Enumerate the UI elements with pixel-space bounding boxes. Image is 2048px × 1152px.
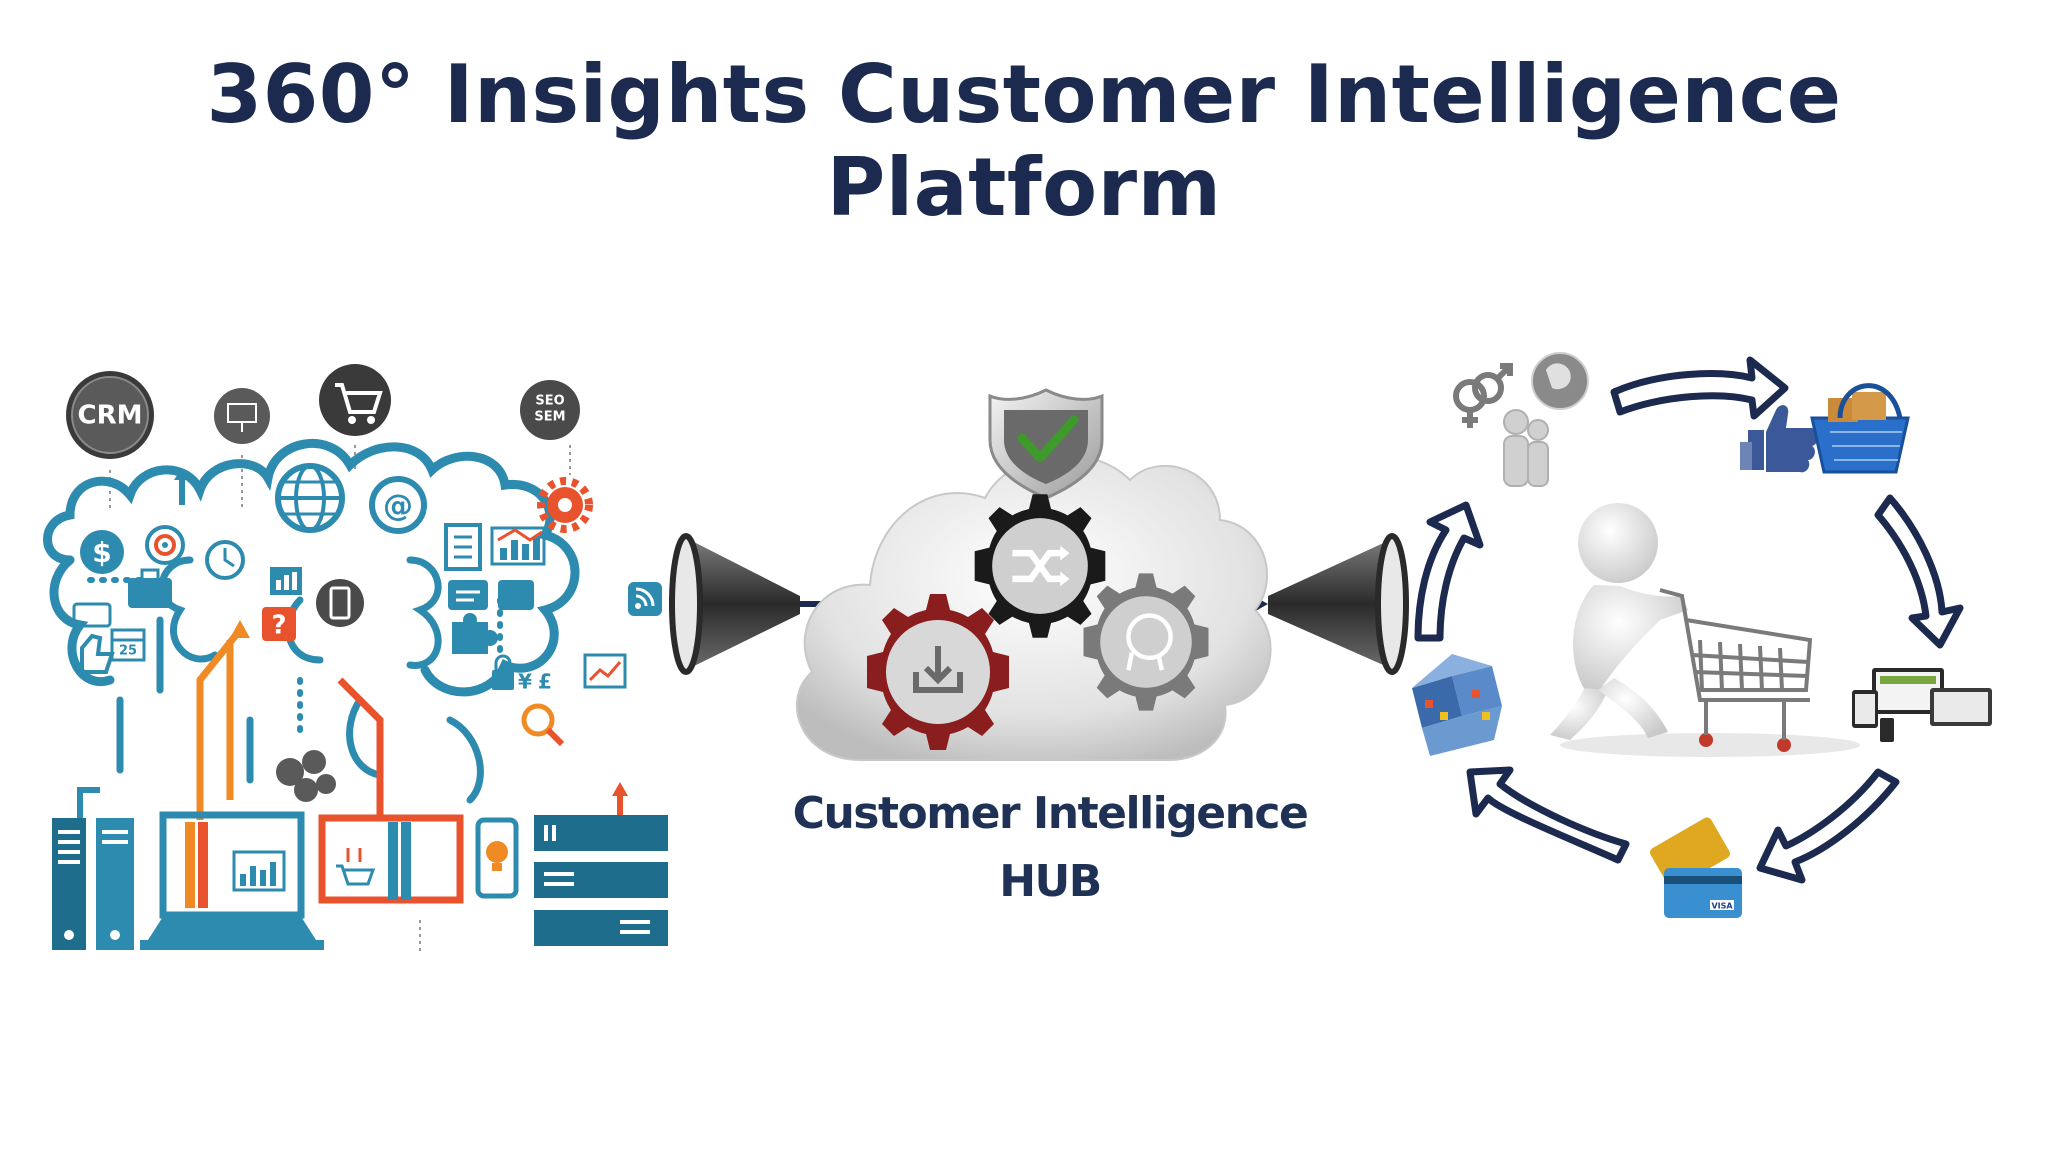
crm-badge: CRM bbox=[66, 371, 154, 459]
family-icon bbox=[1503, 409, 1549, 487]
svg-text:$: $ bbox=[92, 536, 111, 569]
hub-label-line2: HUB bbox=[999, 856, 1102, 907]
svg-text:VISA: VISA bbox=[1711, 902, 1733, 911]
chat-bubble-icon bbox=[72, 602, 112, 628]
svg-text:?: ? bbox=[271, 611, 286, 641]
svg-text:¥: ¥ bbox=[518, 670, 532, 694]
svg-text:£: £ bbox=[538, 670, 552, 694]
hub-label-line1: Customer Intelligence bbox=[792, 788, 1309, 839]
bar-chart-icon bbox=[490, 526, 546, 566]
svg-text:25: 25 bbox=[119, 644, 137, 659]
output-funnel bbox=[1268, 533, 1409, 675]
gender-icon bbox=[1453, 363, 1513, 428]
devices-icon bbox=[1852, 668, 1992, 742]
shuffle-gear-icon bbox=[974, 494, 1106, 638]
cycle-arrow-3 bbox=[1756, 768, 1900, 884]
globe-icon bbox=[1531, 352, 1589, 410]
sem-label: SEM bbox=[534, 410, 565, 425]
briefcase-icon bbox=[128, 568, 172, 608]
hub-label: Customer Intelligence HUB bbox=[780, 780, 1320, 916]
lightbulb-icon bbox=[475, 817, 519, 899]
question-icon: ? bbox=[262, 607, 296, 641]
credit-cards-icon: VISA bbox=[1650, 817, 1742, 918]
brain-gear-icon bbox=[1083, 573, 1209, 711]
thumbs-up-icon bbox=[80, 633, 115, 674]
lock-icon bbox=[492, 654, 514, 690]
seo-sem-badge: SEO SEM bbox=[520, 380, 580, 440]
currency-icons: ¥ £ bbox=[518, 670, 552, 694]
customer-cycle: VISA bbox=[1412, 352, 1992, 918]
cycle-arrow-5 bbox=[1414, 501, 1484, 642]
laptop-icon bbox=[140, 811, 324, 950]
shopping-cart-icon bbox=[319, 364, 391, 436]
presentation-icon bbox=[214, 388, 270, 444]
magnifier-icon bbox=[521, 703, 565, 747]
data-sources-illustration: CRM SEO SEM bbox=[43, 364, 668, 955]
presentation-icon bbox=[583, 653, 627, 689]
rss-icon bbox=[628, 582, 662, 616]
document-icon bbox=[444, 523, 482, 571]
clock-icon bbox=[205, 540, 245, 580]
at-sign-icon: @ bbox=[369, 476, 427, 534]
mobile-icon bbox=[316, 579, 364, 627]
cycle-arrow-4 bbox=[1466, 766, 1630, 864]
shopper-with-cart-figure bbox=[1550, 503, 1860, 757]
page-title: 360° Insights Customer Intelligence Plat… bbox=[206, 48, 1842, 234]
cycle-arrow-1 bbox=[1610, 356, 1789, 420]
puzzle-icon bbox=[452, 613, 498, 654]
server-icon bbox=[52, 787, 134, 950]
calendar-icon: 25 bbox=[110, 628, 146, 662]
security-shield-icon bbox=[988, 388, 1104, 500]
svg-text:@: @ bbox=[383, 489, 413, 524]
cycle-arrow-2 bbox=[1874, 494, 1964, 649]
target-icon bbox=[145, 525, 185, 565]
server-rack-icon bbox=[534, 782, 668, 946]
globe-icon bbox=[275, 463, 345, 533]
download-gear-icon bbox=[867, 594, 1009, 750]
social-network-icon bbox=[276, 750, 336, 802]
like-icon bbox=[1740, 405, 1818, 473]
crm-label: CRM bbox=[78, 401, 143, 431]
chat-bubble-icon bbox=[448, 580, 534, 610]
bar-chart-icon bbox=[270, 567, 302, 595]
input-funnel bbox=[669, 533, 800, 675]
storefront-icon bbox=[318, 814, 464, 904]
dollar-icon: $ bbox=[80, 530, 124, 574]
seo-label: SEO bbox=[535, 394, 564, 409]
shopping-basket-icon bbox=[1810, 383, 1910, 474]
social-cube-icon bbox=[1412, 654, 1502, 756]
gear-icon bbox=[537, 477, 593, 533]
